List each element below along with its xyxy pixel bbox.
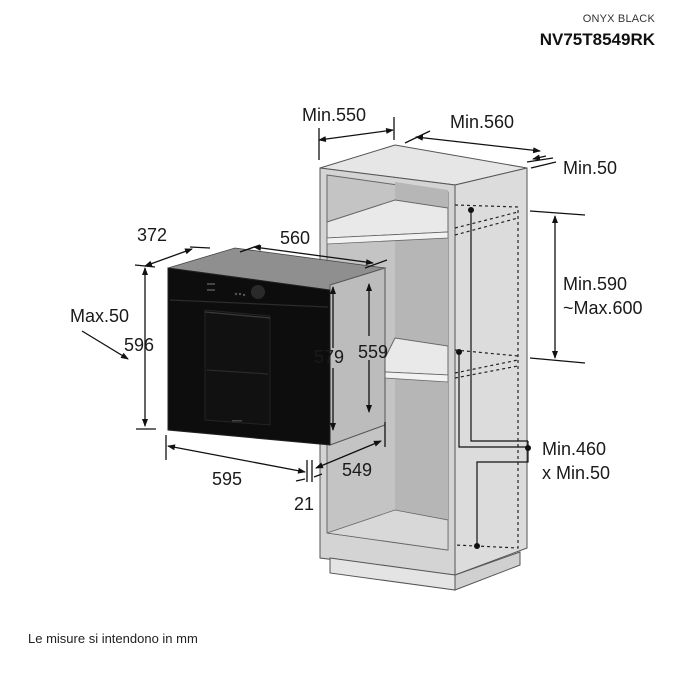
dimension-lines [81, 117, 586, 482]
color-name: ONYX BLACK [582, 13, 655, 25]
label-front-width: 595 [212, 469, 242, 489]
label-body-depth: 549 [342, 460, 372, 480]
label-min-width: Min.560 [450, 112, 514, 132]
label-oven-width-top: 560 [280, 228, 310, 248]
label-niche-height-max: ~Max.600 [563, 298, 643, 318]
label-oven-depth-top: 372 [137, 225, 167, 245]
label-front-thickness: 21 [294, 494, 314, 514]
label-max-gap: Max.50 [70, 306, 129, 326]
label-front-height: 596 [124, 335, 154, 355]
label-min-back-gap: Min.50 [563, 158, 617, 178]
label-min-depth: Min.550 [302, 105, 366, 125]
label-vent-size-1: Min.460 [542, 439, 606, 459]
units-note: Le misure si intendono in mm [28, 631, 198, 646]
label-niche-height-min: Min.590 [563, 274, 627, 294]
oven [167, 247, 387, 446]
label-vent-size-2: x Min.50 [542, 463, 610, 483]
label-side-height-inner: 559 [358, 342, 388, 362]
model-number: NV75T8549RK [539, 30, 655, 49]
label-side-height-outer: 579 [314, 347, 344, 367]
